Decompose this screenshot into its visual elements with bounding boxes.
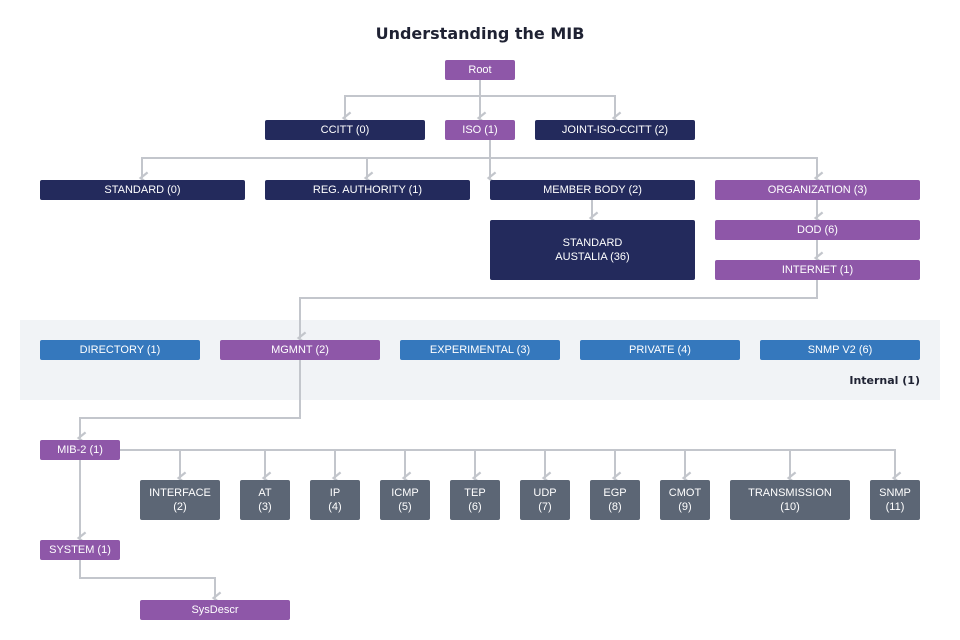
node-root: Root [445, 60, 515, 80]
node-snmp: SNMP (11) [870, 480, 920, 520]
link-mib2-udp [120, 449, 552, 485]
link-mib2-cmot [120, 449, 692, 485]
node-standard-australia: STANDARD AUSTALIA (36) [490, 220, 695, 280]
link-mib2-transmission [120, 449, 797, 485]
link-mib2-tep [120, 449, 482, 485]
link-internet-mgmnt [296, 280, 818, 345]
node-snmp-v2: SNMP V2 (6) [760, 340, 920, 360]
internal-band-label: Internal (1) [849, 374, 920, 387]
link-iso-organization [489, 140, 824, 185]
internet-subtree-band [20, 320, 940, 400]
node-ip: IP (4) [310, 480, 360, 520]
node-icmp: ICMP (5) [380, 480, 430, 520]
node-joint-iso-ccitt: JOINT-ISO-CCITT (2) [535, 120, 695, 140]
node-mib2: MIB-2 (1) [40, 440, 120, 460]
node-dod: DOD (6) [715, 220, 920, 240]
link-mib2-ip [120, 449, 342, 485]
node-member-body: MEMBER BODY (2) [490, 180, 695, 200]
node-directory: DIRECTORY (1) [40, 340, 200, 360]
diagram-title: Understanding the MIB [375, 24, 585, 43]
link-mib2-interface [120, 449, 187, 485]
link-root-joint [479, 80, 622, 125]
node-ccitt: CCITT (0) [265, 120, 425, 140]
node-transmission: TRANSMISSION (10) [730, 480, 850, 520]
node-cmot: CMOT (9) [660, 480, 710, 520]
link-mib2-icmp [120, 449, 412, 485]
node-egp: EGP (8) [590, 480, 640, 520]
node-reg-authority: REG. AUTHORITY (1) [265, 180, 470, 200]
node-private: PRIVATE (4) [580, 340, 740, 360]
node-internet: INTERNET (1) [715, 260, 920, 280]
node-interface: INTERFACE (2) [140, 480, 220, 520]
node-organization: ORGANIZATION (3) [715, 180, 920, 200]
node-standard: STANDARD (0) [40, 180, 245, 200]
link-mib2-snmp [120, 449, 902, 485]
node-system: SYSTEM (1) [40, 540, 120, 560]
link-system-sysdescr [79, 560, 222, 605]
link-iso-reg-authority [363, 140, 491, 185]
node-mgmnt: MGMNT (2) [220, 340, 380, 360]
node-tep: TEP (6) [450, 480, 500, 520]
link-mib2-egp [120, 449, 622, 485]
node-udp: UDP (7) [520, 480, 570, 520]
node-iso: ISO (1) [445, 120, 515, 140]
node-sysdescr: SysDescr [140, 600, 290, 620]
link-root-ccitt [341, 80, 481, 125]
node-experimental: EXPERIMENTAL (3) [400, 340, 560, 360]
link-mgmnt-mib2 [76, 360, 301, 445]
node-at: AT (3) [240, 480, 290, 520]
link-mib2-at [120, 449, 272, 485]
